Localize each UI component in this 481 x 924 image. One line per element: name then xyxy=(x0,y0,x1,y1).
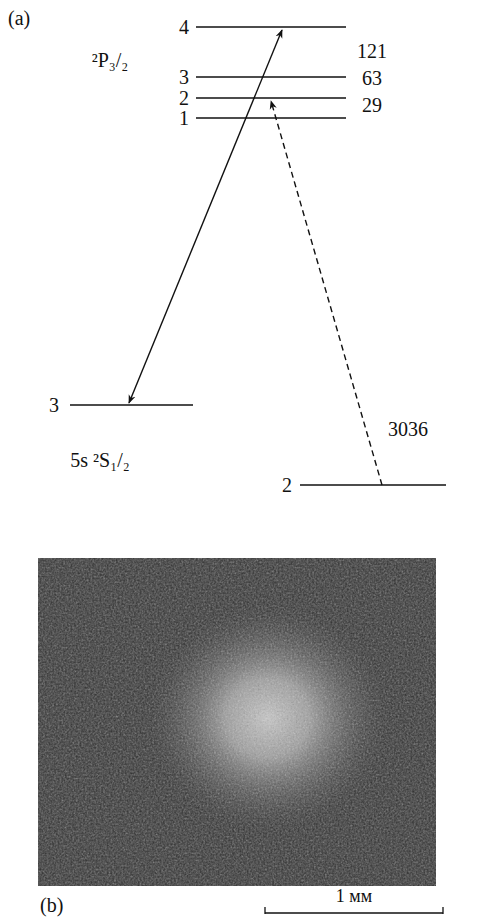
level-number: 4 xyxy=(179,16,189,38)
splitting-value: 121 xyxy=(357,40,387,62)
image-noise xyxy=(38,558,436,886)
scale-bar-tick xyxy=(264,907,265,914)
scale-bar xyxy=(265,912,443,913)
energy-level xyxy=(70,404,193,406)
transition-arrow xyxy=(129,30,282,403)
energy-level xyxy=(196,76,346,78)
splitting-value: 3036 xyxy=(388,418,428,440)
scale-label: 1 мм xyxy=(336,887,372,907)
level-number: 2 xyxy=(179,87,189,109)
repump-arrow xyxy=(271,101,382,485)
image-background xyxy=(38,558,436,886)
level-number: 2 xyxy=(282,474,292,496)
panel-letter: (a) xyxy=(8,7,30,29)
term-symbol: 5s ²S₁/₂ xyxy=(70,449,129,471)
energy-level xyxy=(196,26,346,28)
energy-level xyxy=(196,97,346,99)
level-number: 1 xyxy=(179,107,189,129)
panel-letter: (b) xyxy=(40,894,63,916)
energy-level xyxy=(300,484,446,486)
fluorescence-image xyxy=(38,558,436,886)
level-number: 3 xyxy=(179,66,189,88)
energy-level xyxy=(196,117,346,119)
term-symbol: ²P₃/₂ xyxy=(92,49,129,71)
splitting-value: 29 xyxy=(362,94,382,116)
level-number: 3 xyxy=(49,394,59,416)
splitting-value: 63 xyxy=(362,67,382,89)
scale-bar-tick xyxy=(442,907,443,914)
